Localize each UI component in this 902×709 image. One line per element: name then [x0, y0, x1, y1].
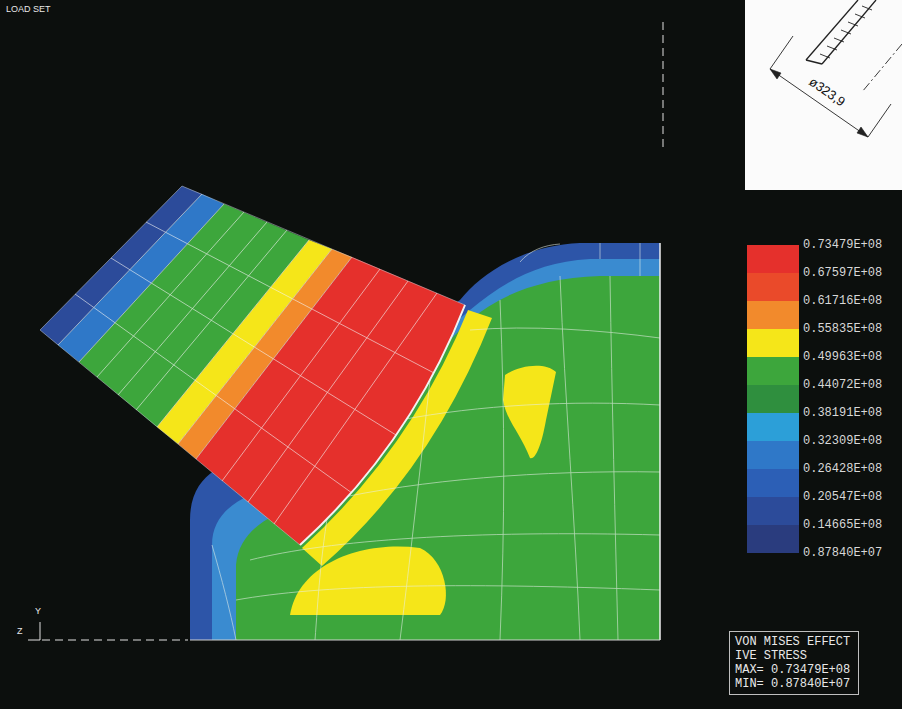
legend-swatch — [747, 497, 799, 525]
mesh-line — [470, 328, 660, 338]
center-line — [862, 44, 902, 92]
symmetry-line — [42, 640, 188, 641]
legend-value: 0.49963E+08 — [803, 350, 882, 364]
mesh-line — [330, 472, 660, 500]
branch-mesh — [58, 194, 437, 524]
legend-value: 0.38191E+08 — [803, 406, 882, 420]
legend-value: 0.67597E+08 — [803, 266, 882, 280]
model-boundary — [190, 640, 660, 641]
legend-value: 0.26428E+08 — [803, 462, 882, 476]
axis-label: Y — [35, 605, 41, 617]
axis-label: Z — [17, 625, 23, 637]
legend-value: 0.32309E+08 — [803, 434, 882, 448]
plot-quantity: VON MISES EFFECT IVE STRESS — [735, 635, 853, 663]
diameter-dimension: ø323,9 — [806, 74, 848, 110]
mesh-line — [520, 243, 640, 276]
pipe-wall-line — [822, 0, 876, 64]
dimension-line — [770, 69, 868, 137]
legend-swatch — [747, 357, 799, 385]
mesh-line — [500, 300, 504, 640]
legend-swatch — [747, 245, 799, 273]
model-boundary — [659, 243, 661, 640]
mesh-line — [212, 545, 236, 640]
dimension-arrow — [770, 69, 868, 137]
legend-swatch — [747, 441, 799, 469]
pipe-end-line — [806, 60, 822, 64]
legend-value: 0.73479E+08 — [803, 238, 882, 252]
legend-swatch — [747, 329, 799, 357]
axis-triad — [28, 622, 40, 640]
legend-swatch — [747, 413, 799, 441]
mesh-line — [610, 276, 618, 640]
mesh-line — [236, 586, 660, 600]
mesh-line — [560, 276, 580, 640]
legend-value: 0.87840E+07 — [803, 546, 882, 561]
stress-zone — [503, 366, 556, 458]
branch-outline — [40, 186, 465, 545]
legend-swatch — [747, 385, 799, 413]
branch-band — [196, 257, 465, 545]
legend-value: 0.61716E+08 — [803, 294, 882, 308]
legend-swatch — [747, 525, 799, 553]
legend-value: 0.55835E+08 — [803, 322, 882, 336]
weld-seam — [300, 305, 465, 545]
mesh-line — [250, 534, 660, 560]
legend-value: 0.20547E+08 — [803, 490, 882, 504]
info-box: VON MISES EFFECT IVE STRESSMAX= 0.73479E… — [729, 631, 859, 695]
extension-line — [770, 36, 891, 137]
extreme-value: MAX= 0.73479E+08 — [735, 663, 853, 677]
legend-swatch — [747, 273, 799, 301]
drawing-inset — [745, 0, 902, 190]
legend-swatch — [747, 469, 799, 497]
mesh-line — [400, 403, 660, 420]
extreme-value: MIN= 0.87840E+07 — [735, 677, 853, 691]
legend-value: 0.14665E+08 — [803, 518, 882, 532]
legend-value: 0.44072E+08 — [803, 378, 882, 392]
legend-swatch — [747, 301, 799, 329]
mesh-line — [58, 194, 437, 524]
wall-hatch — [820, 6, 872, 58]
pipe-sketch — [770, 0, 902, 137]
mesh-line — [75, 222, 434, 493]
symmetry-line — [663, 22, 664, 150]
plot-title: LOAD SET — [6, 3, 51, 15]
